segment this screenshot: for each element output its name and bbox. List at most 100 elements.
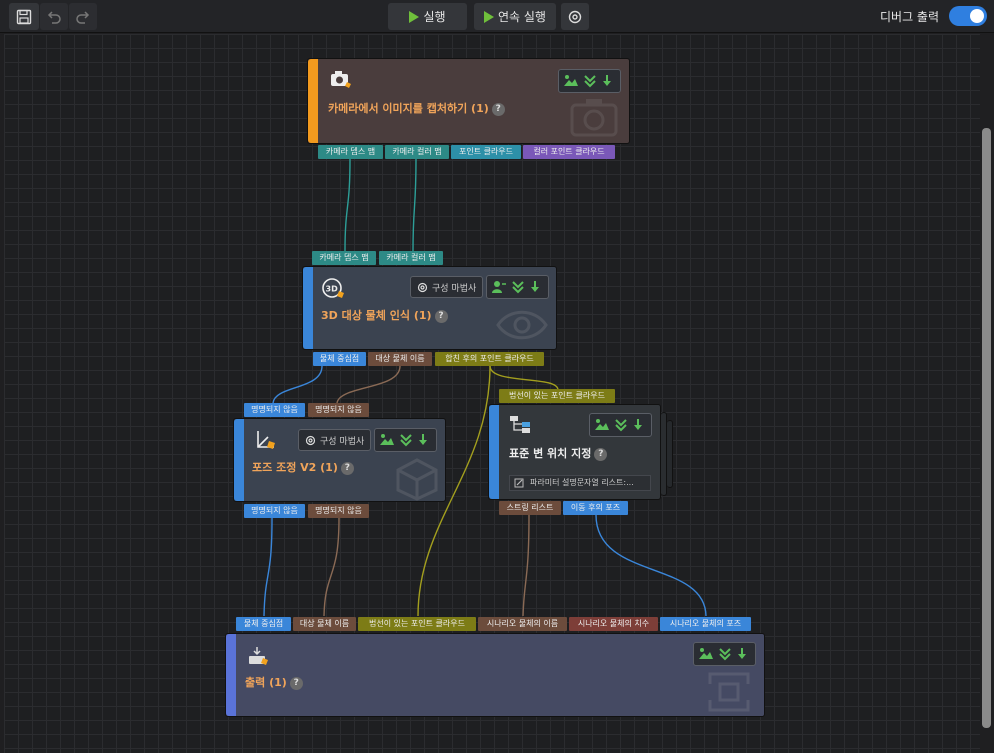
collapse-icon[interactable] (511, 280, 525, 294)
gear-icon (305, 435, 316, 445)
input-port[interactable]: 명명되지 않음 (308, 403, 369, 417)
run-button[interactable]: 실행 (388, 3, 467, 30)
output-watermark-icon (708, 672, 750, 712)
config-wizard-label: 구성 마법사 (320, 436, 365, 447)
config-wizard-button[interactable]: 구성 마법사 (298, 429, 372, 451)
input-port[interactable]: 시나리오 물체의 이름 (478, 617, 567, 631)
continuous-run-label: 연속 실행 (498, 10, 546, 24)
3d-object-recognition-node[interactable]: 3D 구성 마법사 3D 대상 물체 인식 (1)? (302, 266, 557, 350)
node-stack-shadow (667, 420, 673, 488)
play-icon (484, 10, 494, 23)
output-port[interactable]: 스트링 리스트 (499, 501, 561, 515)
gear-icon (417, 282, 428, 292)
visualize-icon[interactable] (491, 280, 507, 294)
download-icon[interactable] (417, 433, 429, 447)
input-port[interactable]: 카메라 뎁스 맵 (312, 251, 376, 265)
input-port[interactable]: 법선이 있는 포인트 클라우드 (358, 617, 476, 631)
help-icon[interactable]: ? (340, 461, 354, 475)
output-port[interactable]: 카메라 컬러 맵 (385, 145, 449, 159)
node-actions (558, 69, 621, 93)
axes-icon (257, 431, 275, 449)
download-icon[interactable] (601, 74, 613, 88)
capture-title-text: 카메라에서 이미지를 캡처하기 (1) (328, 102, 489, 115)
node-color-bar (234, 419, 244, 501)
download-icon[interactable] (632, 418, 644, 432)
parameter-label: 파라미터 설명문자열 리스트:... (530, 478, 634, 487)
node-actions (589, 413, 652, 437)
visualize-icon[interactable] (698, 647, 714, 661)
config-wizard-label: 구성 마법사 (432, 283, 477, 294)
node-actions (486, 275, 549, 299)
standard-edge-position-node[interactable]: 표준 변 위치 지정? 파라미터 설명문자열 리스트:... (488, 404, 661, 500)
node-stack-shadow (661, 412, 667, 496)
output-icon (249, 647, 268, 665)
node-color-bar (303, 267, 313, 349)
run-label: 실행 (423, 10, 446, 24)
input-port[interactable]: 시나리오 물체의 포즈 (660, 617, 751, 631)
node-actions (693, 642, 756, 666)
continuous-run-button[interactable]: 연속 실행 (474, 3, 556, 30)
capture-image-node[interactable]: 카메라에서 이미지를 캡처하기 (1)? (307, 58, 630, 144)
input-port[interactable]: 명명되지 않음 (244, 403, 305, 417)
output-port[interactable]: 포인트 클라우드 (451, 145, 521, 159)
input-port[interactable]: 시나리오 물체의 치수 (569, 617, 658, 631)
output-port[interactable]: 명명되지 않음 (244, 504, 305, 518)
hierarchy-icon (510, 416, 530, 433)
svg-text:3D: 3D (326, 285, 339, 294)
visualize-icon[interactable] (563, 74, 579, 88)
output-port[interactable]: 명명되지 않음 (308, 504, 369, 518)
download-icon[interactable] (529, 280, 541, 294)
debug-output-label: 디버그 출력 (880, 10, 940, 24)
input-port[interactable]: 물체 중심점 (236, 617, 291, 631)
help-icon[interactable]: ? (434, 309, 448, 323)
run-settings-button[interactable] (561, 3, 589, 30)
output-port[interactable]: 카메라 뎁스 맵 (318, 145, 383, 159)
redo-button[interactable] (69, 3, 97, 30)
redo-icon (76, 10, 90, 24)
output-node[interactable]: 출력 (1)? (225, 633, 765, 717)
cube-watermark-icon (396, 458, 438, 501)
help-icon[interactable]: ? (289, 676, 303, 690)
node-title: 카메라에서 이미지를 캡처하기 (1)? (328, 100, 505, 116)
node-title: 출력 (1)? (245, 674, 303, 690)
undo-button[interactable] (40, 3, 68, 30)
collapse-icon[interactable] (614, 418, 628, 432)
input-port[interactable]: 카메라 컬러 맵 (379, 251, 443, 265)
save-button[interactable] (9, 3, 39, 30)
input-port[interactable]: 대상 물체 이름 (293, 617, 356, 631)
visualize-icon[interactable] (379, 433, 395, 447)
vertical-scrollbar[interactable] (982, 128, 991, 728)
input-port[interactable]: 법선이 있는 포인트 클라우드 (499, 389, 615, 403)
play-icon (409, 10, 420, 23)
config-wizard-button[interactable]: 구성 마법사 (410, 276, 484, 298)
collapse-icon[interactable] (399, 433, 413, 447)
output-port[interactable]: 대상 물체 이름 (368, 352, 432, 366)
help-icon[interactable]: ? (491, 102, 505, 116)
help-icon[interactable]: ? (594, 447, 608, 461)
debug-output-toggle[interactable] (949, 6, 987, 26)
pose-title-text: 포즈 조정 V2 (1) (252, 461, 338, 474)
parameter-row[interactable]: 파라미터 설명문자열 리스트:... (509, 475, 651, 491)
node-title: 포즈 조정 V2 (1)? (252, 459, 354, 475)
pose-adjust-node[interactable]: 구성 마법사 포즈 조정 V2 (1)? (233, 418, 446, 502)
camera-icon (331, 71, 351, 88)
camera-watermark-icon (570, 99, 618, 137)
edit-icon (514, 478, 524, 488)
output-title-text: 출력 (1) (245, 676, 287, 689)
node-color-bar (489, 405, 499, 499)
output-port[interactable]: 물체 중심점 (313, 352, 366, 366)
output-port[interactable]: 컬러 포인트 클라우드 (523, 145, 615, 159)
toggle-knob (970, 9, 984, 23)
node-color-bar (226, 634, 236, 716)
node-title: 표준 변 위치 지정? (509, 445, 608, 461)
download-icon[interactable] (736, 647, 748, 661)
output-port[interactable]: 합친 후의 포인트 클라우드 (435, 352, 544, 366)
gear-icon (568, 10, 582, 23)
collapse-icon[interactable] (718, 647, 732, 661)
visualize-icon[interactable] (594, 418, 610, 432)
node-title: 3D 대상 물체 인식 (1)? (321, 307, 448, 323)
toolbar: 실행 연속 실행 디버그 출력 (0, 0, 994, 33)
collapse-icon[interactable] (583, 74, 597, 88)
output-port[interactable]: 이동 후의 포즈 (563, 501, 628, 515)
eye-watermark-icon (496, 310, 548, 340)
